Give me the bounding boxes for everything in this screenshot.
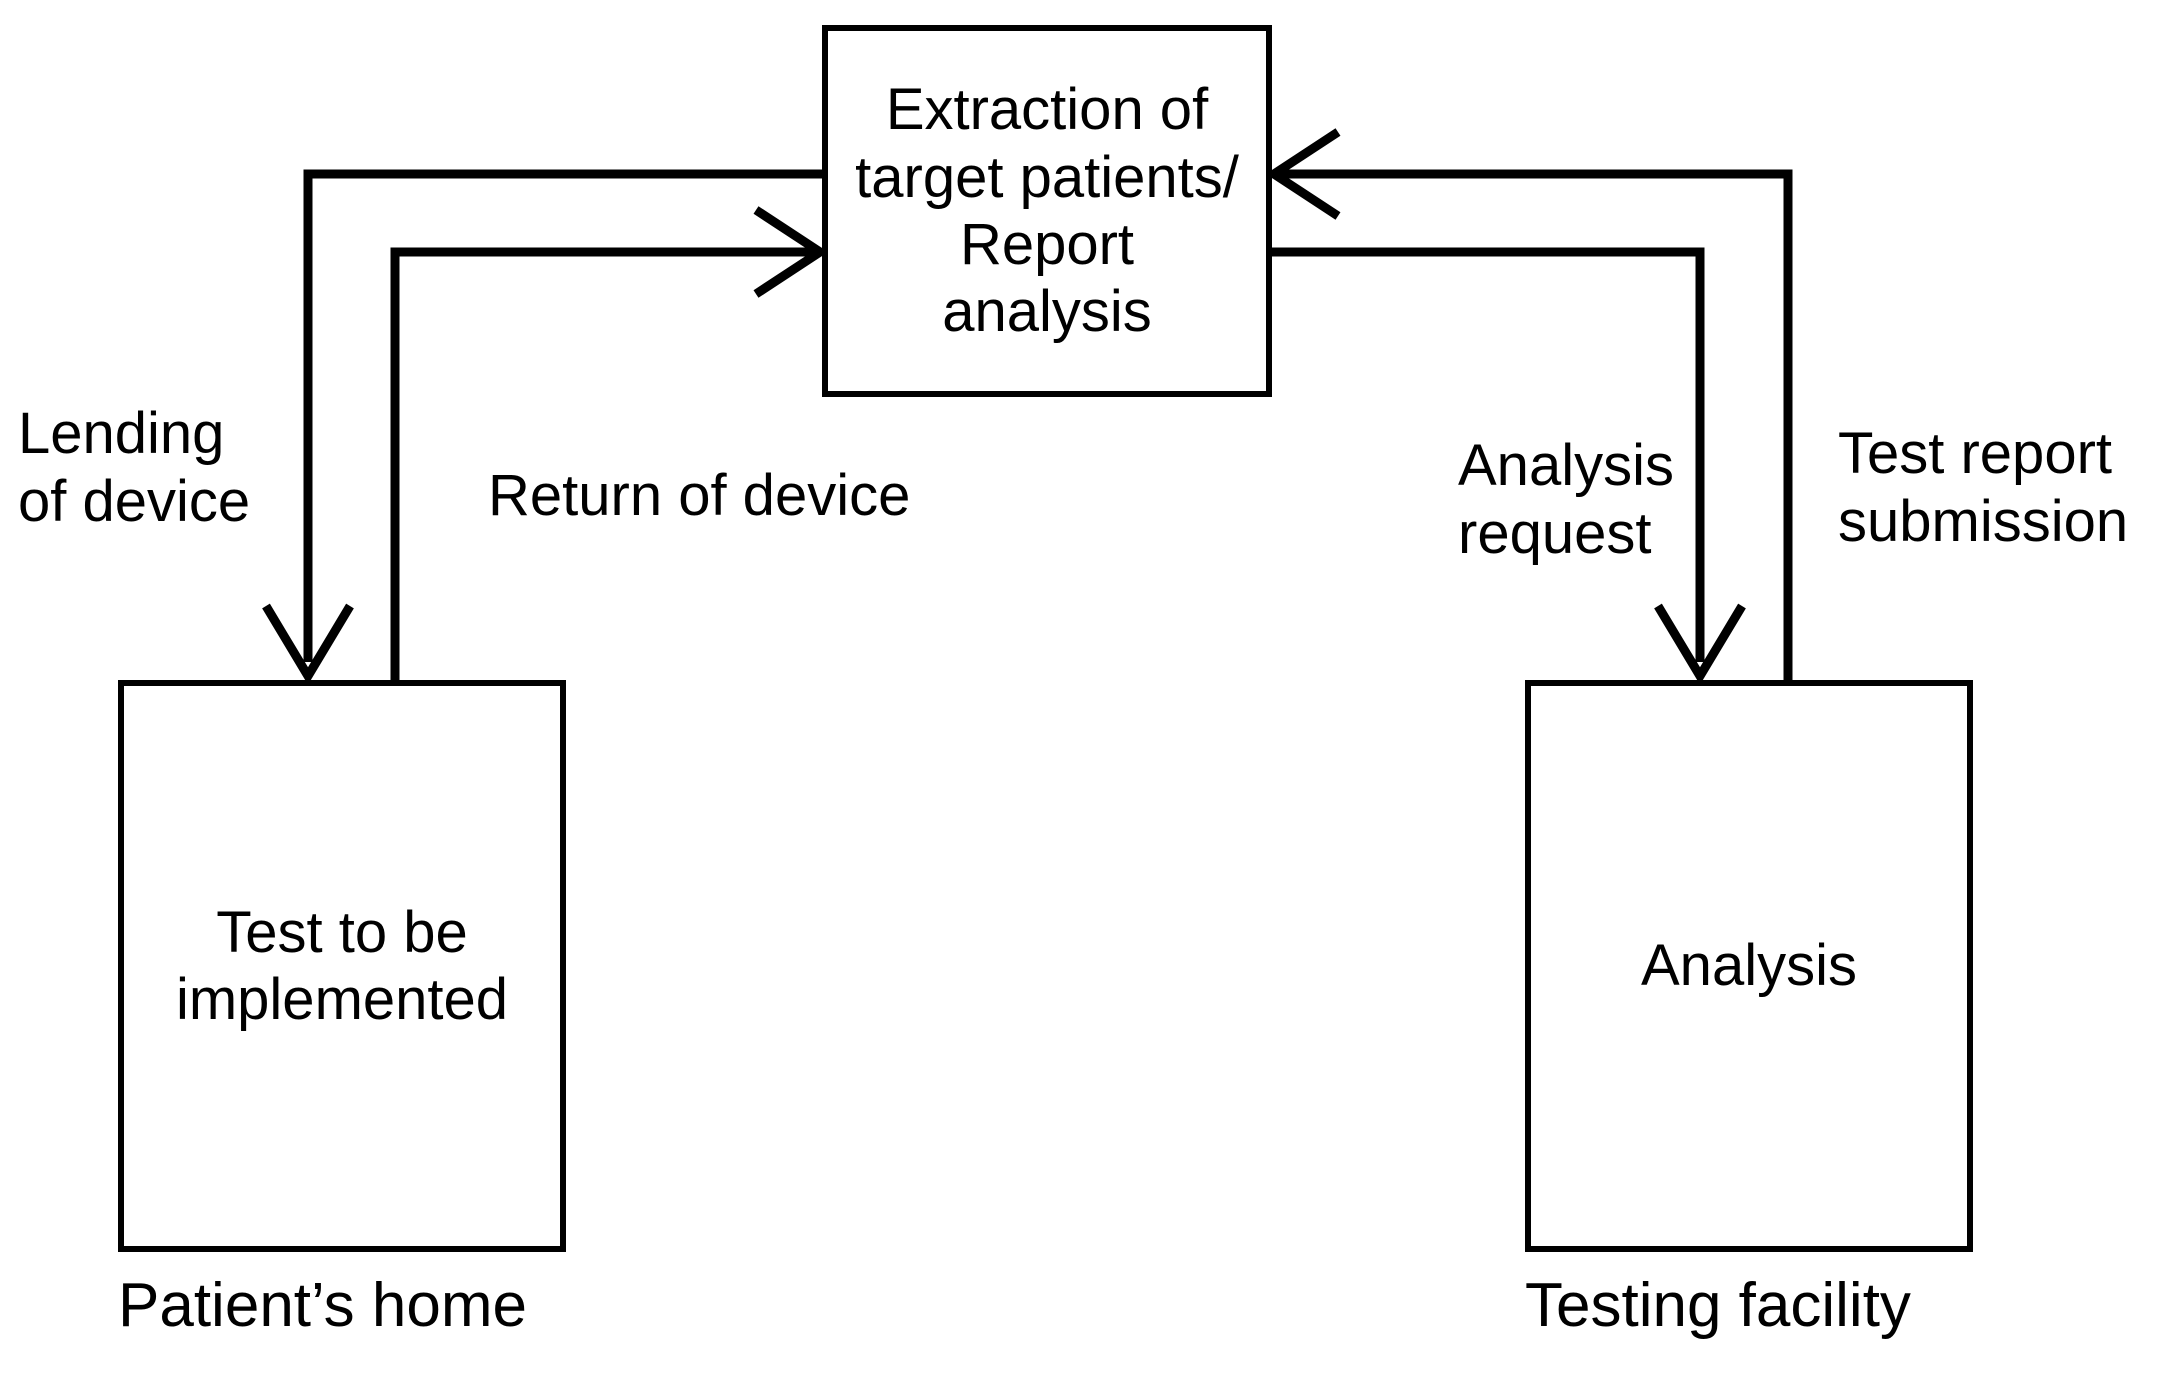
edge-lending-of-device <box>262 169 822 685</box>
edge-label-return-of-device: Return of device <box>488 463 911 528</box>
node-analysis[interactable]: Analysis <box>1525 680 1973 1252</box>
zone-label-testing-facility: Testing facility <box>1525 1271 1911 1340</box>
zone-label-patients-home: Patient’s home <box>118 1271 527 1340</box>
node-home-test-label: Test to be implemented <box>175 899 509 1032</box>
node-extraction-of-target-patients[interactable]: Extraction of target patients/ Report an… <box>822 25 1272 397</box>
node-analysis-label: Analysis <box>1641 933 1857 999</box>
node-test-to-be-implemented[interactable]: Test to be implemented <box>118 680 566 1252</box>
edge-label-analysis-request: Analysis request <box>1458 433 1674 567</box>
edge-label-lending-of-device: Lending of device <box>18 401 251 535</box>
edge-analysis-request <box>1272 247 1746 685</box>
edge-test-report-submission <box>1265 128 1793 680</box>
edge-return-of-device <box>390 206 829 680</box>
edge-label-test-report-submission: Test report submission <box>1838 421 2129 555</box>
node-extraction-label: Extraction of target patients/ Report an… <box>855 77 1239 345</box>
